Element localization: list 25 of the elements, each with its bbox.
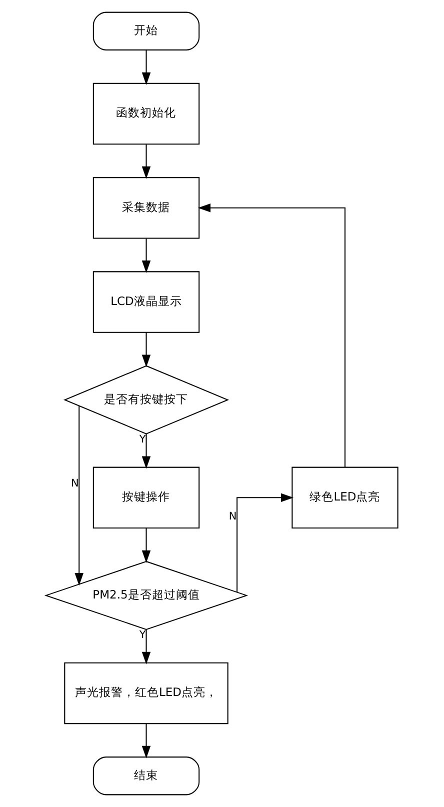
node-box: 结束 xyxy=(92,756,200,796)
node-box: 绿色LED点亮 xyxy=(292,466,398,528)
edge-label: Y xyxy=(139,628,146,641)
arrow xyxy=(142,528,151,563)
arrow xyxy=(142,724,151,758)
arrow xyxy=(236,493,294,592)
edge-label: Y xyxy=(139,433,146,446)
arrow xyxy=(142,238,151,274)
arrow xyxy=(142,144,151,179)
node-box: LCD液晶显示 xyxy=(92,271,200,333)
arrow xyxy=(198,204,346,468)
node-box: 开始 xyxy=(92,12,200,50)
node-box: 函数初始化 xyxy=(92,82,200,145)
arrow xyxy=(142,50,151,85)
arrow xyxy=(142,630,151,664)
node-diamond: 是否有按键按下 xyxy=(63,365,230,434)
node-diamond: PM2.5是否超过阈值 xyxy=(44,560,248,630)
arrow xyxy=(142,434,151,469)
node-box: 按键操作 xyxy=(92,466,200,528)
node-box: 采集数据 xyxy=(92,177,200,239)
node-box: 声光报警，红色LED点亮， xyxy=(64,662,228,724)
arrow xyxy=(74,406,84,586)
edge-label: N xyxy=(71,478,79,490)
edge-label: N xyxy=(228,510,237,523)
arrow xyxy=(142,332,151,368)
